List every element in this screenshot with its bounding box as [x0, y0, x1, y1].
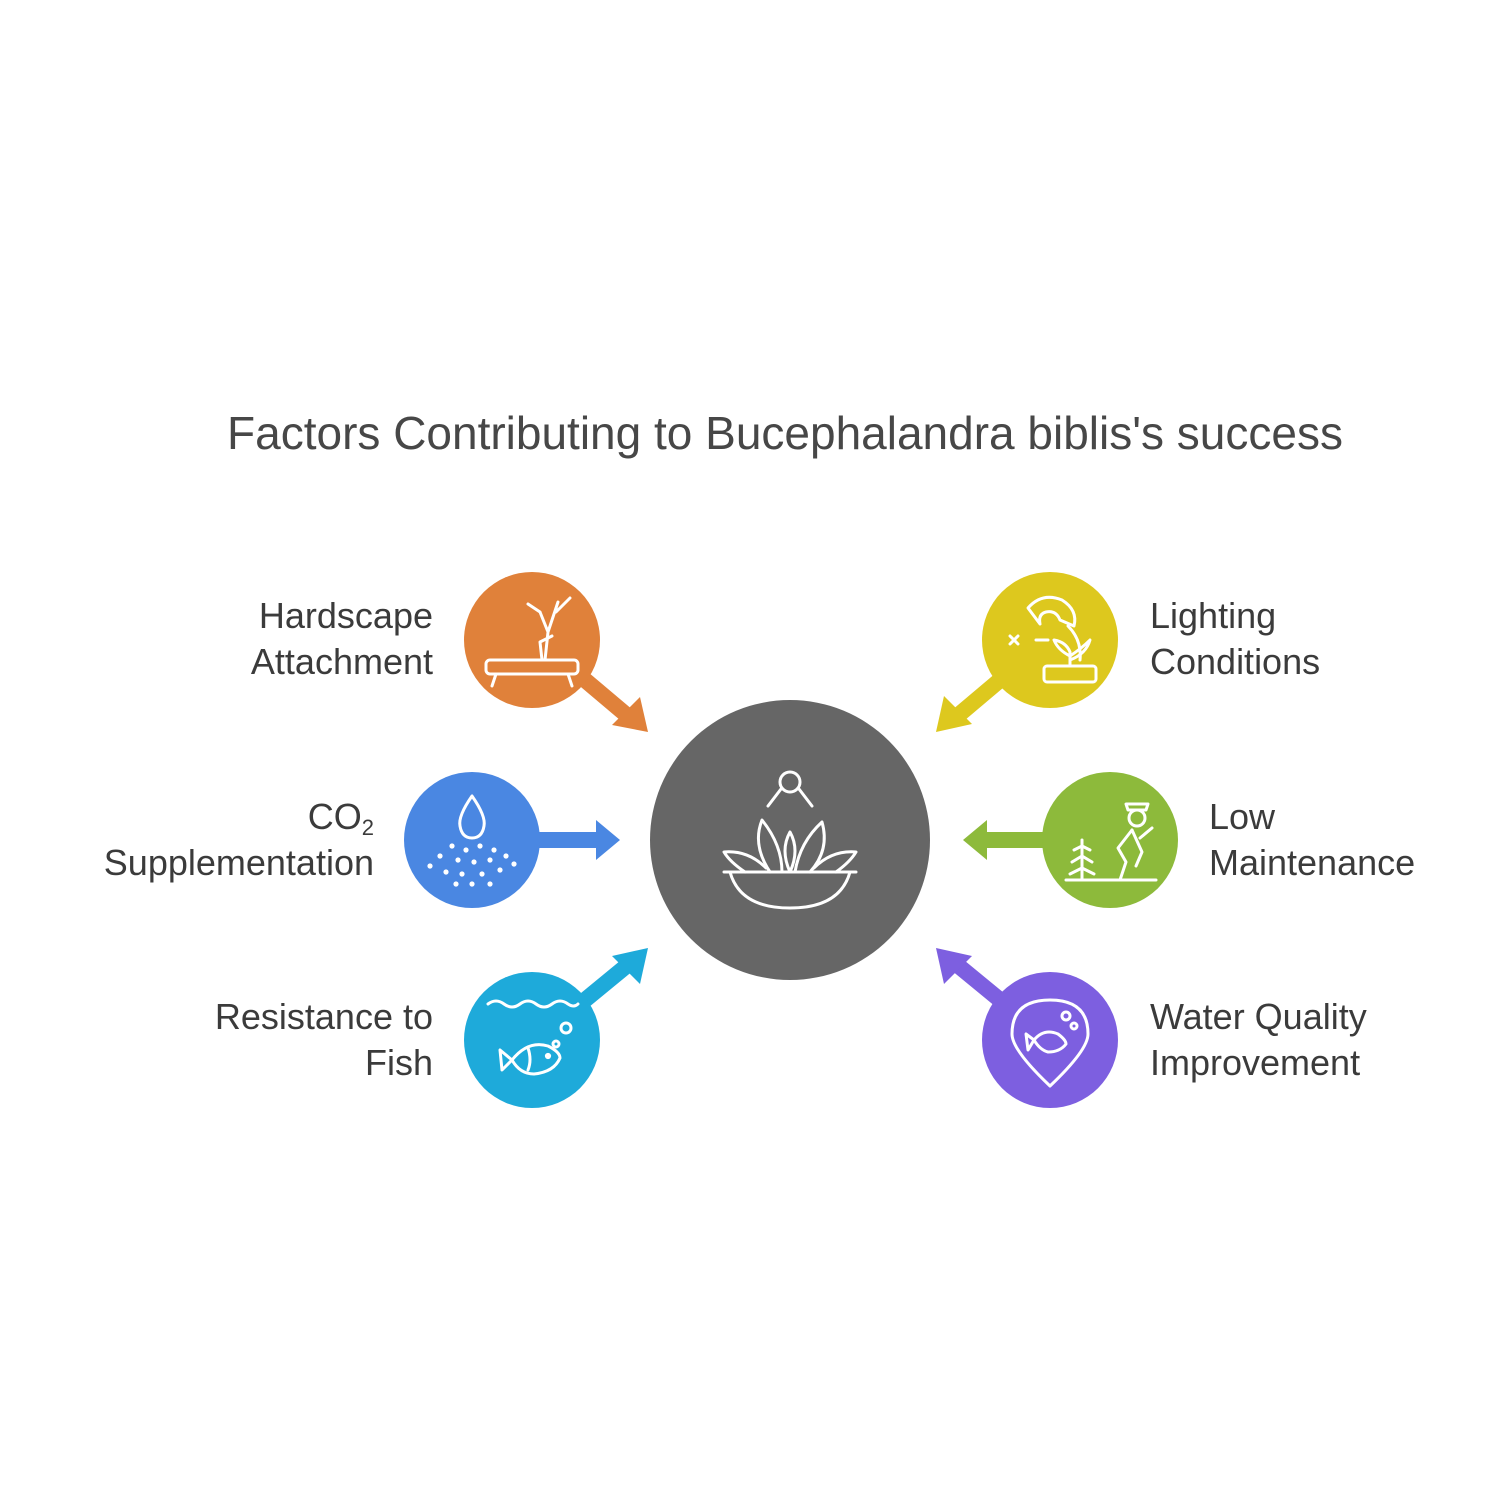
arrow-fish — [579, 948, 648, 1007]
gardener-icon — [1064, 802, 1158, 882]
label-water: Water Quality Improvement — [1150, 994, 1500, 1086]
node-maintenance — [1042, 772, 1178, 908]
arrow-lighting — [936, 673, 1006, 732]
label-co2-text: CO — [307, 796, 362, 837]
page-title: Factors Contributing to Bucephalandra bi… — [227, 407, 1343, 459]
label-fish: Resistance to Fish — [33, 994, 433, 1086]
fish-water-icon — [486, 999, 580, 1076]
arrow-maintenance — [963, 820, 1044, 860]
label-maintenance: Low Maintenance — [1209, 794, 1500, 886]
arrow-co2 — [538, 820, 620, 860]
label-co2-line1: CO2 — [0, 794, 374, 840]
label-co2: CO2 Supplementation — [0, 794, 374, 886]
node-co2 — [404, 772, 540, 908]
node-fish — [464, 972, 600, 1108]
label-lighting: Lighting Conditions — [1150, 593, 1500, 685]
label-water-line1: Water Quality — [1150, 996, 1367, 1037]
driftwood-icon — [484, 596, 580, 688]
arrow-hardscape — [579, 673, 648, 732]
arrow-water — [936, 948, 1006, 1007]
label-lighting-line2: Conditions — [1150, 641, 1321, 682]
node-lighting — [982, 572, 1118, 708]
label-fish-line2: Fish — [364, 1042, 433, 1083]
label-hardscape-line1: Hardscape — [258, 595, 433, 636]
label-hardscape: Hardscape Attachment — [33, 593, 433, 685]
plant-bowl-icon — [722, 770, 858, 910]
center-node — [650, 700, 930, 980]
label-hardscape-line2: Attachment — [250, 641, 433, 682]
label-maintenance-line1: Low — [1209, 796, 1276, 837]
label-lighting-line1: Lighting — [1150, 595, 1277, 636]
fish-location-pin-icon — [1010, 998, 1090, 1088]
label-co2-subscript: 2 — [361, 815, 374, 840]
label-maintenance-line2: Maintenance — [1209, 842, 1416, 883]
node-hardscape — [464, 572, 600, 708]
label-water-line2: Improvement — [1150, 1042, 1361, 1083]
label-co2-line2: Supplementation — [103, 842, 374, 883]
label-fish-line1: Resistance to — [214, 996, 433, 1037]
node-water — [982, 972, 1118, 1108]
droplet-bubbles-icon — [427, 794, 517, 887]
lamp-plant-icon — [1008, 595, 1098, 684]
